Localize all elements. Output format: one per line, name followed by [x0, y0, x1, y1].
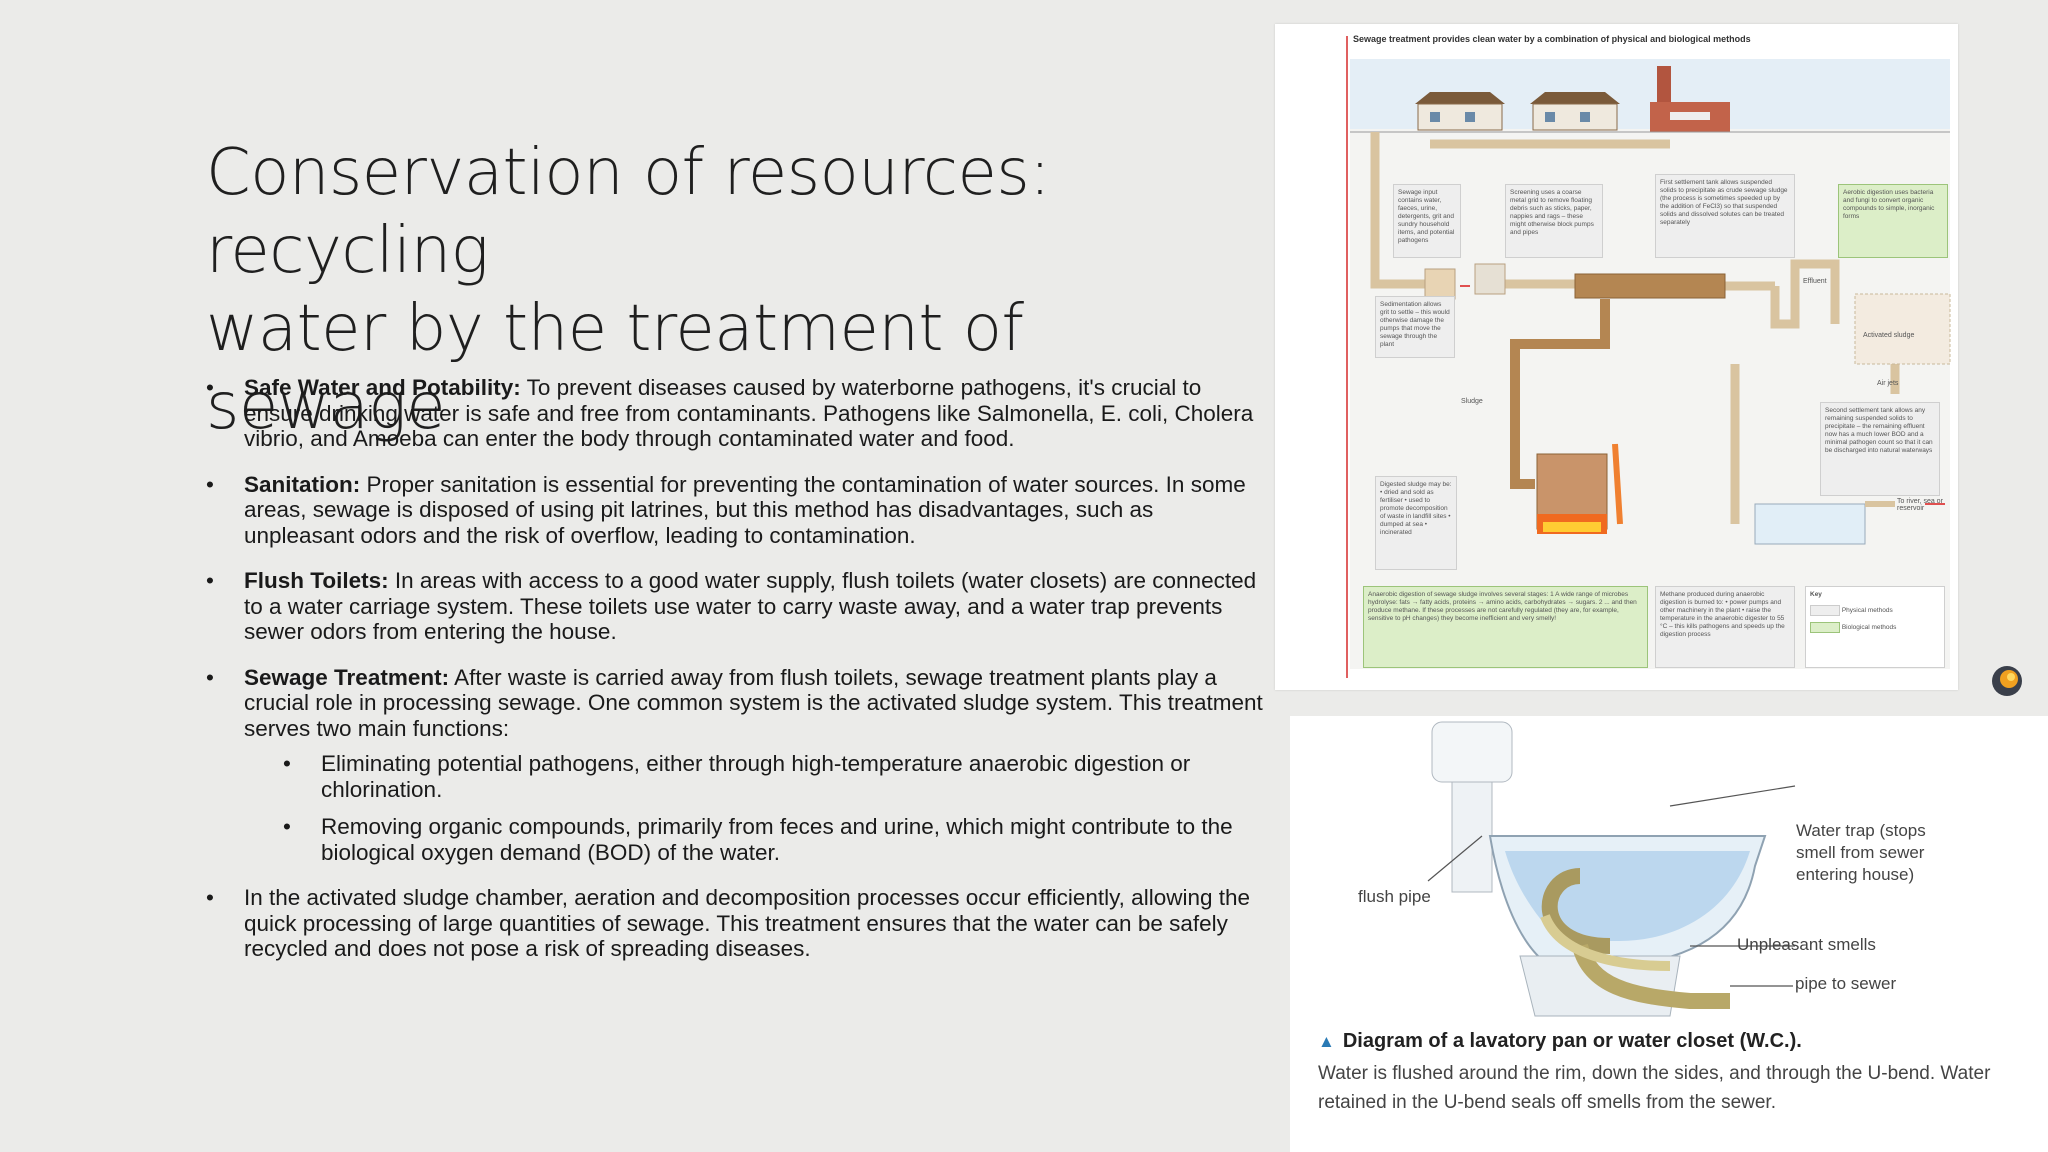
bullet-text: Proper sanitation is essential for preve…	[244, 471, 1246, 548]
title-line-1: Conservation of resources: recycling	[206, 136, 1051, 288]
toilet-caption-text: Water is flushed around the rim, down th…	[1318, 1063, 1991, 1113]
bullet-flush-toilets: Flush Toilets: In areas with access to a…	[206, 568, 1266, 645]
bullet-activated-sludge: In the activated sludge chamber, aeratio…	[206, 885, 1266, 962]
box-first-settlement: First settlement tank allows suspended s…	[1655, 174, 1795, 258]
bullet-text: In areas with access to a good water sup…	[244, 568, 1257, 644]
label-water-trap-3: entering house)	[1796, 865, 1915, 884]
key-physical-row: Physical methods	[1810, 605, 1940, 616]
label-unpleasant-smells: Unpleasant smells	[1737, 935, 1876, 954]
toilet-graphic	[1427, 721, 1796, 1017]
key-physical-label: Physical methods	[1841, 607, 1893, 615]
bullet-heading: Sanitation:	[244, 471, 361, 497]
key-box: Key Physical methods Biological methods	[1805, 586, 1945, 668]
bullet-sanitation: Sanitation: Proper sanitation is essenti…	[206, 472, 1266, 549]
bullet-text: To prevent diseases caused by waterborne…	[244, 375, 1254, 451]
box-digested-sludge: Digested sludge may be: • dried and sold…	[1375, 476, 1457, 570]
box-anaerobic-digestion: Anaerobic digestion of sewage sludge inv…	[1363, 586, 1648, 668]
bullet-heading: Sewage Treatment:	[244, 664, 450, 690]
sewage-treatment-diagram: Sewage treatment provides clean water by…	[1275, 24, 1958, 690]
sub-bullet-organic: Removing organic compounds, primarily fr…	[283, 814, 1266, 865]
toilet-caption-title: ▲ Diagram of a lavatory pan or water clos…	[1318, 1030, 1802, 1053]
bullet-heading: Safe Water and Potability:	[244, 375, 521, 400]
bullet-list: Safe Water and Potability: To prevent di…	[206, 375, 1266, 982]
label-effluent: Effluent	[1803, 278, 1827, 285]
box-sewage-input: Sewage input contains water, faeces, uri…	[1393, 184, 1461, 258]
label-air-jets: Air jets	[1877, 380, 1899, 387]
key-biological-row: Biological methods	[1810, 622, 1940, 633]
margin-red-line	[1346, 36, 1348, 678]
key-physical-swatch	[1810, 605, 1840, 616]
label-flush-pipe: flush pipe	[1358, 887, 1431, 906]
box-second-settlement: Second settlement tank allows any remain…	[1820, 402, 1940, 496]
key-title: Key	[1810, 591, 1822, 598]
toilet-diagram: flush pipe Water trap (stops smell from …	[1290, 716, 2048, 1152]
key-biological-swatch	[1810, 622, 1840, 633]
toilet-caption-title-text: Diagram of a lavatory pan or water close…	[1342, 1030, 1802, 1052]
box-screening: Screening uses a coarse metal grid to re…	[1505, 184, 1603, 258]
box-methane: Methane produced during anaerobic digest…	[1655, 586, 1795, 668]
bullet-text: After waste is carried away from flush t…	[244, 664, 1263, 741]
decorative-orb-icon	[1992, 666, 2022, 696]
bullet-text: In the activated sludge chamber, aeratio…	[244, 885, 1251, 961]
label-water-trap-1: Water trap (stops	[1796, 821, 1926, 840]
bullet-sewage-treatment: Sewage Treatment: After waste is carried…	[206, 665, 1266, 742]
label-water-trap-2: smell from sewer	[1796, 843, 1925, 862]
bullet-heading: Flush Toilets:	[244, 568, 389, 593]
label-activated-sludge: Activated sludge	[1863, 332, 1915, 339]
label-sludge: Sludge	[1461, 398, 1483, 405]
box-aerobic-digestion: Aerobic digestion uses bacteria and fung…	[1838, 184, 1948, 258]
key-biological-label: Biological methods	[1841, 624, 1897, 632]
box-sedimentation: Sedimentation allows grit to settle – th…	[1375, 296, 1455, 358]
sub-bullet-pathogens: Eliminating potential pathogens, either …	[283, 751, 1266, 802]
label-pipe-to-sewer: pipe to sewer	[1795, 974, 1897, 993]
bullet-safe-water: Safe Water and Potability: To prevent di…	[206, 375, 1266, 452]
label-to-river: To river, sea or reservoir	[1897, 498, 1943, 512]
sewage-caption: Sewage treatment provides clean water by…	[1353, 34, 1751, 44]
triangle-icon: ▲	[1318, 1032, 1335, 1051]
